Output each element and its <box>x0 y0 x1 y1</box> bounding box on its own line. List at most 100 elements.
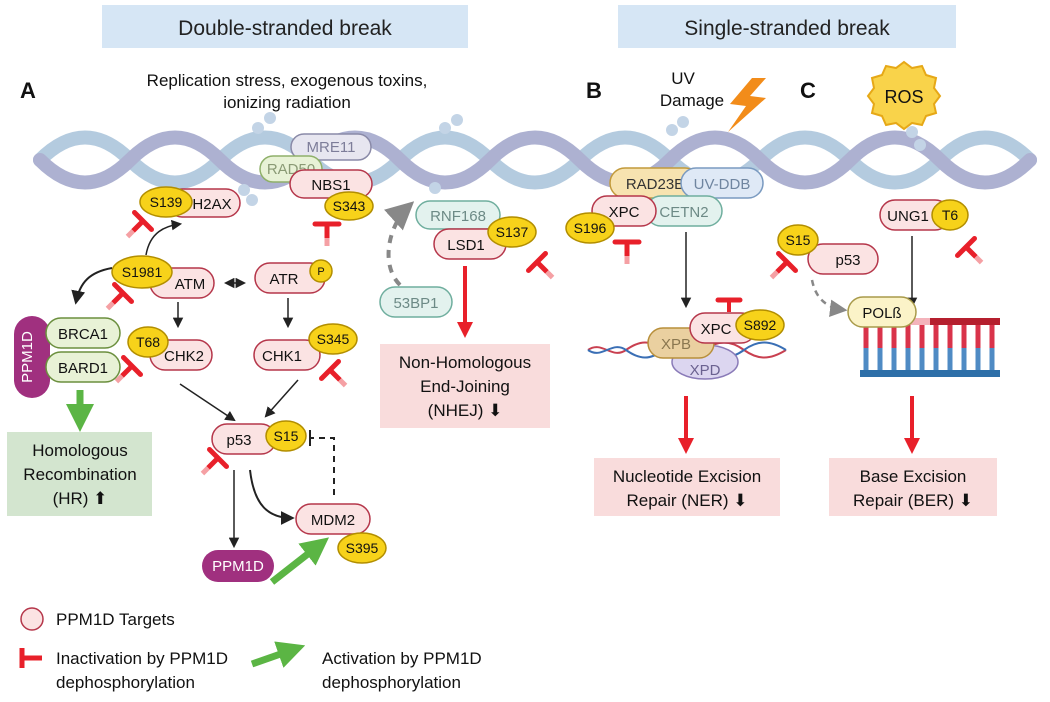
uvddb-label: UV-DDB <box>694 176 751 193</box>
ner-outcome-box <box>594 458 780 516</box>
s395-site <box>337 532 387 564</box>
ppm1d-label: PPM1D <box>212 558 264 575</box>
p53c-inhibit-icon <box>763 254 796 287</box>
hr-line3: (HR) ⬆ <box>53 489 108 508</box>
atm-to-h2ax-arrow <box>145 219 183 256</box>
p53-inhibit-icon <box>194 450 227 483</box>
t68-site <box>127 326 169 358</box>
ung1-label: UNG1 <box>887 208 929 225</box>
s15-label-a: S15 <box>274 428 299 444</box>
cetn2-label: CETN2 <box>659 204 708 221</box>
s345-label: S345 <box>317 331 350 347</box>
header-double-stranded: Double-stranded break <box>102 5 468 48</box>
legend-inhibit-icon <box>19 648 42 668</box>
lsd1-label: LSD1 <box>447 237 485 254</box>
cause-uv-line1: UV <box>671 69 695 88</box>
atr-phospho-label: P <box>317 266 324 278</box>
t68-label: T68 <box>136 334 160 350</box>
atr-phospho-site <box>309 259 333 283</box>
ber-outcome-box <box>829 458 997 516</box>
legend-inact-line1: Inactivation by PPM1D <box>56 649 228 668</box>
s196-inhibit-icon <box>615 242 639 264</box>
dna-helix <box>33 130 1037 190</box>
t6-label: T6 <box>942 207 959 223</box>
nbs1-label: NBS1 <box>311 177 350 194</box>
chk2-to-p53-arrow <box>179 383 236 422</box>
hr-line1: Homologous <box>32 441 127 460</box>
legend-inact-line2: dephosphorylation <box>56 673 195 692</box>
xpc-label-b: XPC <box>609 204 640 221</box>
header-single-stranded: Single-stranded break <box>618 5 956 48</box>
cause-a-line1: Replication stress, exogenous toxins, <box>147 71 428 90</box>
s15-label-c: S15 <box>786 232 811 248</box>
ber-line2: Repair (BER) ⬇ <box>853 491 973 510</box>
rad23b-label: RAD23B <box>626 176 684 193</box>
s139-label: S139 <box>150 194 183 210</box>
ros-burst-icon: ROS <box>866 60 942 131</box>
ppm1d-vertical-label: PPM1D <box>19 331 36 383</box>
nhej-line3: (NHEJ) ⬇ <box>428 401 503 420</box>
xpc-label-ner: XPC <box>701 321 732 338</box>
ppm1d-activates-mdm2-arrow <box>269 537 330 585</box>
chk1-to-p53-arrow <box>264 379 299 418</box>
ber-line1: Base Excision <box>860 467 967 486</box>
s1981-inhibit-icon <box>99 285 132 318</box>
nhej-line1: Non-Homologous <box>399 353 531 372</box>
atm-label: ATM <box>175 276 206 293</box>
s343-site <box>324 191 374 221</box>
s196-site <box>565 212 615 244</box>
s15-site-a <box>265 420 307 452</box>
hr-line2: Recombination <box>23 465 136 484</box>
ner-line1: Nucleotide Excision <box>613 467 761 486</box>
xpb-label: XPB <box>661 336 691 353</box>
mdm2-node <box>295 503 371 535</box>
s345-inhibit-icon <box>322 362 355 395</box>
s1981-label: S1981 <box>122 264 163 280</box>
s343-label: S343 <box>333 198 366 214</box>
s139-inhibit-icon <box>119 213 152 246</box>
s1981-site <box>111 255 173 289</box>
bp53-node <box>379 286 453 318</box>
ppm1d-vertical-node <box>14 316 50 398</box>
legend-targets-label: PPM1D Targets <box>56 610 175 629</box>
atm-to-brca1-arrow <box>71 267 113 305</box>
polb-node <box>847 296 917 328</box>
bard1-node <box>45 351 121 383</box>
mdm2-inhibits-p53-line <box>310 437 335 495</box>
ner-line2: Repair (NER) ⬇ <box>627 491 748 510</box>
legend-act-line2: dephosphorylation <box>322 673 461 692</box>
header-single-text: Single-stranded break <box>684 17 890 40</box>
brca1-label: BRCA1 <box>58 326 108 343</box>
hr-outcome-box <box>7 432 152 516</box>
s137-inhibit-icon <box>529 254 562 287</box>
lightning-bolt-icon <box>728 78 766 132</box>
uvddb-node <box>680 167 764 199</box>
bp53-label: 53BP1 <box>393 295 438 312</box>
t6-inhibit-icon <box>958 239 991 272</box>
legend-target-icon <box>20 607 44 631</box>
legend: PPM1D Targets Inactivation by PPM1D deph… <box>19 607 482 692</box>
s137-site <box>487 216 537 248</box>
dna-break-marks <box>238 112 926 206</box>
s345-site <box>308 323 358 355</box>
bard1-label: BARD1 <box>58 360 108 377</box>
s196-label: S196 <box>574 220 607 236</box>
header-double-text: Double-stranded break <box>178 17 392 40</box>
panel-label-c: C <box>800 78 816 103</box>
s892-site <box>735 309 785 341</box>
s15-site-c <box>777 224 819 256</box>
s343-inhibit-icon <box>315 224 339 246</box>
chk1-node <box>253 339 321 371</box>
t6-site <box>931 199 969 231</box>
legend-act-line1: Activation by PPM1D <box>322 649 482 668</box>
chk1-label: CHK1 <box>262 348 302 365</box>
s395-label: S395 <box>346 540 379 556</box>
nhej-line2: End-Joining <box>420 377 510 396</box>
bp53-to-dna-arrow <box>384 201 415 287</box>
s892-inhibit-icon <box>715 297 743 312</box>
cause-a-line2: ionizing radiation <box>223 93 351 112</box>
s892-label: S892 <box>744 317 777 333</box>
ros-label: ROS <box>884 87 923 107</box>
